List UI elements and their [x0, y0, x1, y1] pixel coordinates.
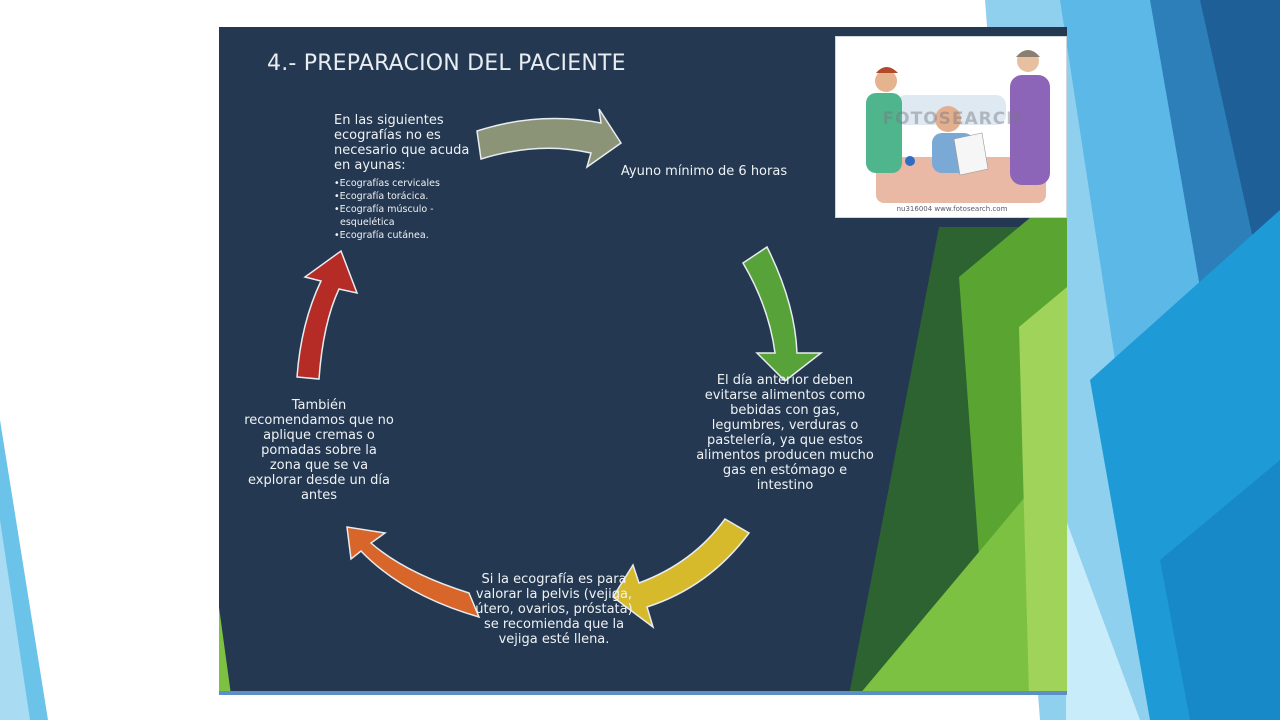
step-no-fasting-text: En las siguientes ecografías no es neces… [334, 113, 470, 173]
exam-list: Ecografías cervicales Ecografía torácica… [334, 177, 484, 242]
step-minimum-fasting: Ayuno mínimo de 6 horas [620, 164, 788, 179]
curved-arrow-icon [296, 249, 359, 380]
slide: 4.- PREPARACION DEL PACIENTE En las sigu… [219, 27, 1067, 695]
photo-caption: nu316004 www.fotosearch.com [896, 205, 1008, 213]
slide-green-decoration [219, 187, 1067, 695]
curved-arrow-icon [611, 518, 751, 629]
step-day-before: El día anterior deben evitarse alimentos… [696, 373, 874, 493]
curved-arrow-icon [346, 526, 481, 619]
list-item: Ecografías cervicales [334, 177, 484, 190]
list-item: Ecografía cutánea. [334, 229, 484, 242]
slide-title: 4.- PREPARACION DEL PACIENTE [267, 51, 626, 76]
step-no-fasting: En las siguientes ecografías no es neces… [334, 113, 484, 242]
list-item: Ecografía músculo - esquelética [334, 203, 484, 229]
curved-arrow-icon [741, 245, 824, 382]
nurse-patient-illustration: FOTOSEARCH nu316004 www.fotosearch.com [835, 36, 1067, 218]
photo-watermark: FOTOSEARCH [882, 109, 1022, 129]
curved-arrow-icon [476, 108, 623, 169]
cycle-arrows [296, 108, 824, 629]
step-pelvis: Si la ecografía es para valorar la pelvi… [475, 572, 633, 647]
step-no-creams: También recomendamos que no aplique crem… [244, 398, 394, 503]
list-item: Ecografía torácica. [334, 190, 484, 203]
